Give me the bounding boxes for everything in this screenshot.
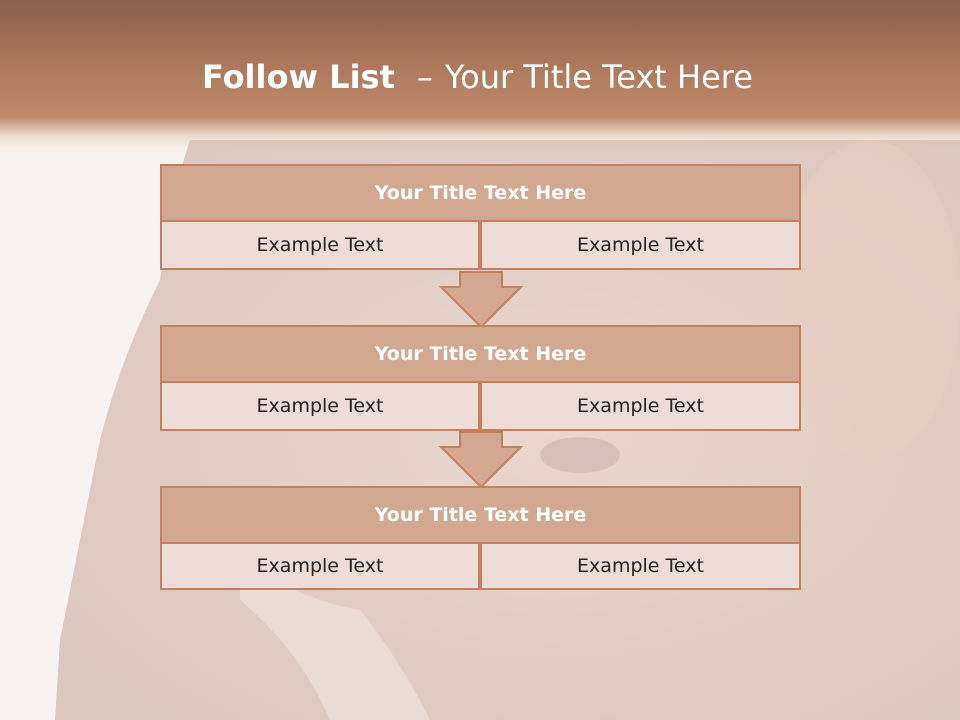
block-cell-right: Example Text	[480, 542, 801, 590]
block-cell-left: Example Text	[160, 542, 480, 590]
block-cell-left: Example Text	[160, 220, 480, 270]
slide-title: Follow List–Your Title Text Here	[202, 55, 753, 99]
slide-title-rest: Your Title Text Here	[444, 58, 753, 96]
block-cell-right: Example Text	[480, 220, 801, 270]
block-title: Your Title Text Here	[160, 325, 801, 383]
block-title: Your Title Text Here	[160, 164, 801, 222]
block-cell-left: Example Text	[160, 381, 480, 431]
list-block-1: Your Title Text Here Example Text Exampl…	[160, 164, 801, 272]
slide-title-bold: Follow List	[202, 58, 395, 96]
down-arrow-icon	[438, 271, 524, 329]
block-title: Your Title Text Here	[160, 486, 801, 544]
title-bar	[0, 0, 960, 150]
block-cell-right: Example Text	[480, 381, 801, 431]
list-block-2: Your Title Text Here Example Text Exampl…	[160, 325, 801, 433]
list-block-3: Your Title Text Here Example Text Exampl…	[160, 486, 801, 592]
slide-title-dash: –	[416, 58, 433, 96]
down-arrow-icon	[438, 431, 524, 489]
